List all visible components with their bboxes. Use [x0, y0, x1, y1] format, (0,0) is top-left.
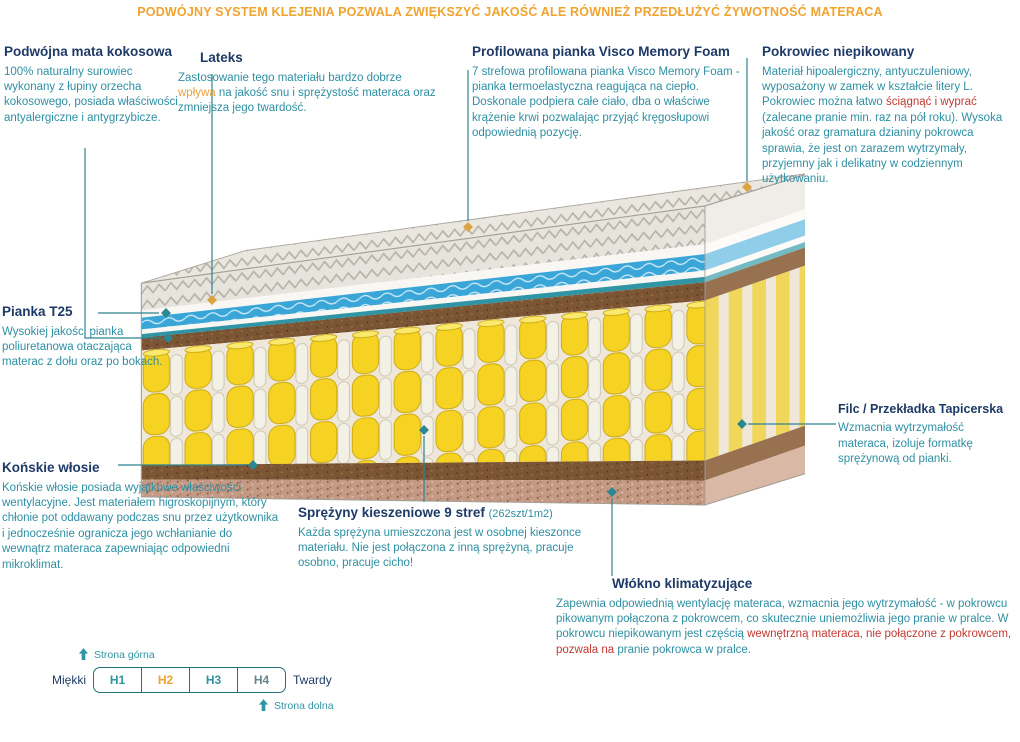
filc-title: Filc / Przekładka Tapicerska — [838, 402, 1004, 416]
block-wlokno: Włókno klimatyzujące Zapewnia odpowiedni… — [556, 576, 1014, 658]
page-title: PODWÓJNY SYSTEM KLEJENIA POZWALA ZWIĘKSZ… — [137, 5, 883, 19]
hardness-scale: Strona górna Miękki H1 H2 H3 H4 Twardy S… — [52, 648, 352, 712]
filc-body: Wzmacnia wytrzymałość materaca, izoluje … — [838, 422, 973, 466]
konskie-body: Końskie włosie posiada wyjątkowe właściw… — [2, 481, 279, 571]
sprezyny-body: Każda sprężyna umieszczona jest w osobne… — [298, 526, 582, 570]
hardness-levels-box: H1 H2 H3 H4 — [93, 667, 287, 693]
h2-label: H2 — [157, 673, 174, 687]
h4-label: H4 — [253, 673, 270, 687]
pocket-springs — [141, 300, 705, 465]
coco-mat-bottom — [141, 460, 705, 481]
block-visco: Profilowana pianka Visco Memory Foam 7 s… — [472, 44, 740, 142]
block-pianka: Pianka T25 Wysokiej jakości pianka poliu… — [2, 304, 164, 371]
h1-label: H1 — [109, 673, 126, 687]
soft-label: Miękki — [52, 673, 87, 687]
sprezyny-count: (262szt/1m2) — [488, 508, 553, 520]
latex-layer — [141, 244, 705, 318]
side-note-top: Strona górna — [78, 648, 352, 661]
arrow-up-icon — [78, 648, 89, 660]
visco-body: 7 strefowa profilowana pianka Visco Memo… — [472, 65, 740, 140]
side-bottom-label: Strona dolna — [274, 699, 334, 712]
pokrowiec-title: Pokrowiec niepikowany — [762, 44, 915, 59]
h3-label: H3 — [205, 673, 222, 687]
lateks-body: Zastosowanie tego materiału bardzo dobrz… — [178, 71, 436, 115]
visco-title: Profilowana pianka Visco Memory Foam — [472, 44, 730, 59]
hardness-h3: H3 — [189, 668, 237, 692]
hardness-scale-row: Miękki H1 H2 H3 H4 Twardy — [52, 667, 352, 693]
pokrowiec-body: Materiał hipoalergiczny, antyuczuleniowy… — [762, 65, 1003, 186]
block-lateks: Lateks Zastosowanie tego materiału bardz… — [178, 50, 436, 117]
wlokno-body: Zapewnia odpowiednią wentylację materaca… — [556, 597, 1012, 656]
hardness-h4: H4 — [237, 668, 285, 692]
block-coco: Podwójna mata kokosowa 100% naturalny su… — [4, 44, 179, 126]
konskie-title: Końskie włosie — [2, 460, 100, 475]
block-konskie: Końskie włosie Końskie włosie posiada wy… — [2, 460, 282, 573]
coco-body: 100% naturalny surowiec wykonany z łupin… — [4, 65, 178, 124]
sprezyny-title-text: Sprężyny kieszeniowe 9 stref — [298, 505, 485, 520]
sprezyny-title: Sprężyny kieszeniowe 9 stref (262szt/1m2… — [298, 505, 594, 521]
felt-layer — [141, 276, 705, 338]
pianka-body: Wysokiej jakości pianka poliuretanowa ot… — [2, 325, 163, 369]
side-top-label: Strona górna — [94, 648, 155, 661]
coco-mat-top — [141, 282, 705, 351]
block-pokrowiec: Pokrowiec niepikowany Materiał hipoalerg… — [762, 44, 1014, 188]
block-sprezyny: Sprężyny kieszeniowe 9 stref (262szt/1m2… — [298, 505, 594, 572]
block-filc: Filc / Przekładka Tapicerska Wzmacnia wy… — [838, 402, 1018, 468]
pianka-title: Pianka T25 — [2, 304, 73, 319]
mattress-illustration — [140, 173, 805, 506]
arrow-up-icon — [258, 699, 269, 711]
hardness-h2: H2 — [141, 668, 189, 692]
mattress-front-face — [141, 205, 705, 505]
hard-label: Twardy — [293, 673, 332, 687]
mattress-side-face — [705, 174, 805, 505]
wlokno-title: Włókno klimatyzujące — [612, 576, 753, 591]
lateks-title: Lateks — [200, 50, 243, 65]
coco-title: Podwójna mata kokosowa — [4, 44, 173, 59]
side-note-bottom: Strona dolna — [258, 699, 352, 712]
hardness-h1: H1 — [94, 668, 141, 692]
